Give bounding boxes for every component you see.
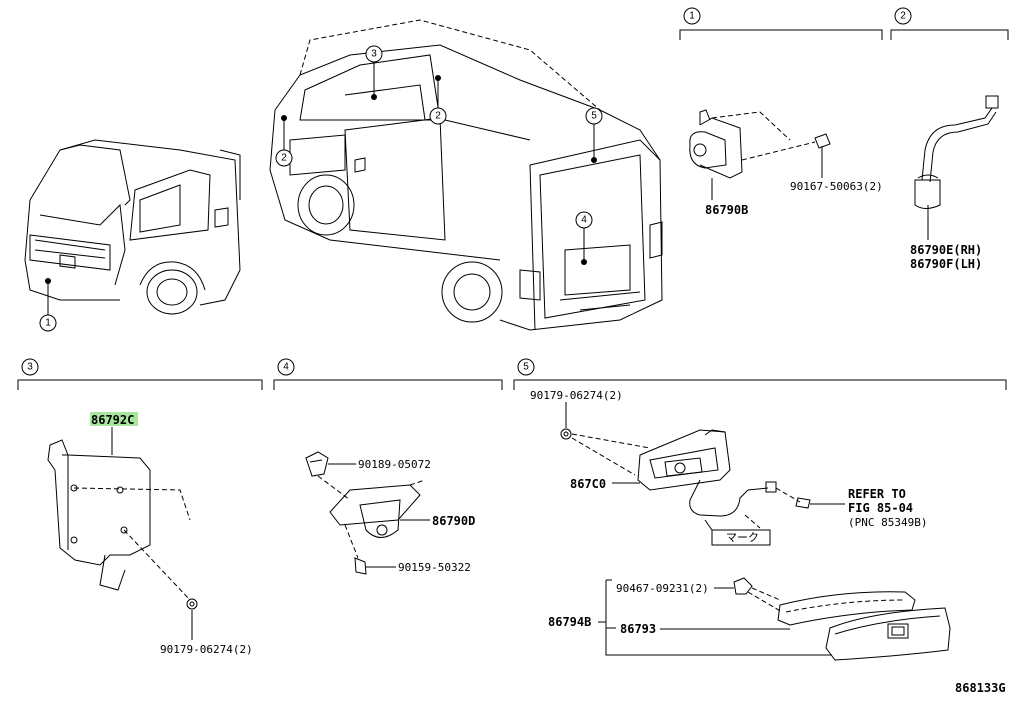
- svg-text:4: 4: [283, 362, 289, 373]
- rear-van-illustration: [269, 19, 663, 331]
- part-label-90159: 90159-50322: [398, 561, 471, 574]
- section-4: 4 90189-05072 86790D 90159-50322: [273, 358, 503, 575]
- ref-circle-1-front: 1: [39, 314, 57, 332]
- part-label-86794B: 86794B: [548, 615, 591, 629]
- front-van-illustration: [24, 139, 241, 316]
- section-1: 1 86790B 90167-50063(2): [679, 7, 883, 217]
- ref-circle-3-van: 3: [365, 45, 383, 63]
- part-label-86792C: 86792C: [91, 413, 134, 427]
- part-label-90167: 90167-50063(2): [790, 180, 883, 193]
- circled-refs-top: 1 3 2 2 5 4: [39, 45, 603, 332]
- svg-text:1: 1: [689, 11, 695, 22]
- svg-text:2: 2: [900, 11, 906, 22]
- svg-text:2: 2: [281, 153, 287, 164]
- section-3: 3 86792C 90179-06274(2): [17, 358, 263, 656]
- part-label-86793: 86793: [620, 622, 656, 636]
- ref-circle-2-van-a: 2: [429, 107, 447, 125]
- svg-text:3: 3: [27, 362, 33, 373]
- svg-text:5: 5: [523, 362, 529, 373]
- refer-line-3: (PNC 85349B): [848, 516, 927, 529]
- part-label-90189: 90189-05072: [358, 458, 431, 471]
- section-5: 5 90179-06274(2) 867C0 REFER TO FIG 85-0…: [513, 358, 1007, 661]
- section-2: 2 86790E(RH) 86790F(LH): [890, 7, 1009, 271]
- highlight-86792C: [90, 412, 138, 426]
- part-label-86790E: 86790E(RH): [910, 243, 982, 257]
- ref-circle-2-van-b: 2: [275, 149, 293, 167]
- part-label-86790B: 86790B: [705, 203, 748, 217]
- part-label-90179-b: 90179-06274(2): [530, 389, 623, 402]
- refer-line-1: REFER TO: [848, 487, 906, 501]
- part-label-867C0: 867C0: [570, 477, 606, 491]
- svg-text:4: 4: [581, 215, 587, 226]
- svg-text:2: 2: [435, 111, 441, 122]
- figure-id: 868133G: [955, 681, 1006, 695]
- svg-text:3: 3: [371, 49, 377, 60]
- part-label-90179-a: 90179-06274(2): [160, 643, 253, 656]
- svg-text:1: 1: [45, 318, 51, 329]
- ref-circle-5-van: 5: [585, 107, 603, 125]
- mark-label: マーク: [726, 531, 759, 544]
- refer-line-2: FIG 85-04: [848, 501, 913, 515]
- part-label-86790D: 86790D: [432, 514, 475, 528]
- part-label-86790F: 86790F(LH): [910, 257, 982, 271]
- part-label-90467: 90467-09231(2): [616, 582, 709, 595]
- ref-circle-4-van: 4: [575, 211, 593, 229]
- svg-text:5: 5: [591, 111, 597, 122]
